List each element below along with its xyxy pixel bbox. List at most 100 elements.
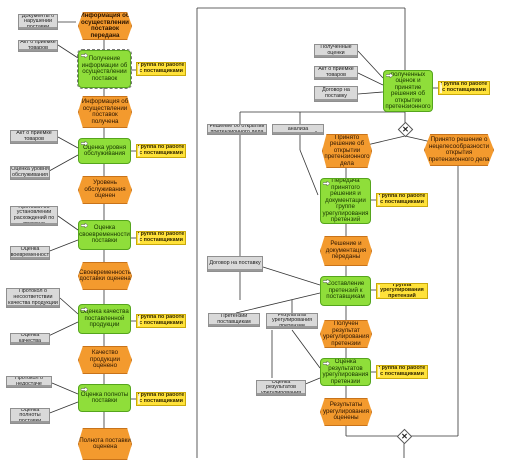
event-info-poluchena[interactable]: Информация об осуществлении поставок пол… (78, 96, 132, 128)
document-label: Решение об открытии претензионного дела (209, 124, 265, 135)
function-label: Оценка качества поставленной продукции (80, 308, 129, 329)
org-label: Группа по работе с поставщиками (137, 144, 185, 156)
document-rezultaty-analiza[interactable]: Результаты анализа несоответствий (272, 124, 324, 135)
org-unit-gruppa-2[interactable]: Группа по работе с поставщиками (136, 144, 186, 158)
document-label: Оценка своевременности (10, 246, 50, 258)
document-protokol-rashozhdeniy[interactable]: Протокол об установлении расхождений по … (10, 206, 58, 226)
document-protokol-nedostachi[interactable]: Протокол о недостаче (6, 376, 52, 388)
function-ocenka-svoevremennosti[interactable]: Оценка своевременности поставки (78, 220, 131, 250)
arrow-right-icon (323, 279, 330, 284)
org-unit-gruppa-8[interactable]: Группа по работе с поставщиками (376, 365, 428, 379)
document-ocenka-svoevremennosti[interactable]: Оценка своевременности (10, 246, 50, 260)
org-label: Группа по работе с поставщиками (137, 314, 185, 326)
arrow-right-icon (386, 73, 393, 78)
function-label: Оценка полноты поставки (80, 390, 129, 404)
document-ocenka-rezultatov[interactable]: Оценка результатов урегулирования (256, 380, 306, 396)
event-rezultaty-oceneny[interactable]: Результаты урегулирования оценены (320, 398, 372, 426)
document-poluchennye-ocenki[interactable]: Полученные оценки (314, 44, 358, 58)
function-poluchenie-informacii[interactable]: Получение информации об осуществлении по… (77, 49, 132, 89)
document-narusheniya[interactable]: Документы о нарушении поставки (18, 14, 58, 30)
event-label: Своевременность доставки оценена (79, 268, 131, 282)
org-unit-gruppa-7[interactable]: Группа урегулирования претензий (376, 283, 428, 299)
function-ocenka-polnoty[interactable]: Оценка полноты поставки (78, 384, 131, 412)
document-label: Результаты урегулирования претензии (271, 313, 313, 329)
document-label: Акт о приёмке товаров (318, 66, 354, 78)
function-label: Передача принятого решения и документаци… (322, 178, 369, 224)
event-uroven-ocenen[interactable]: Уровень обслуживания оценен (78, 176, 132, 204)
event-svoevremennost-ocenena[interactable]: Своевременность доставки оценена (78, 262, 132, 290)
document-dogovor-1[interactable]: Договор на поставку (314, 86, 358, 102)
org-label: Группа урегулирования претензий (380, 283, 424, 299)
org-label: Группа по работе с поставщиками (137, 231, 185, 243)
document-label: Оценка результатов урегулирования (260, 380, 302, 396)
document-label: Протокол о недостаче (14, 376, 44, 387)
event-label: Полнота поставки оценена (79, 436, 131, 450)
event-label: Результаты урегулирования оценены (323, 401, 369, 422)
document-rezultaty-uregulirovaniya[interactable]: Результаты урегулирования претензии (266, 313, 318, 329)
function-label: Оценка уровня обслуживания (82, 143, 127, 157)
org-unit-gruppa-1[interactable]: Группа по работе с поставщиками (136, 62, 186, 76)
event-label: Принято решение об открытии претензионно… (324, 134, 370, 167)
xor-symbol: ✕ (402, 125, 409, 134)
document-label: Документы о нарушении поставки (21, 14, 55, 30)
arrow-right-icon (81, 307, 88, 312)
function-label: Получение информации об осуществлении по… (81, 55, 128, 82)
event-label: Информация об осуществлении поставок пол… (81, 98, 129, 125)
document-label: Договор на поставку (322, 87, 350, 99)
function-label: Оценка результатов урегулирования претен… (322, 358, 369, 385)
document-label: Полученные оценки (320, 44, 352, 56)
xor-symbol: ✕ (401, 432, 408, 441)
event-info-peredana[interactable]: Информация об осуществлении поставок пер… (78, 12, 132, 40)
event-prinyato-necelesoobraznost[interactable]: Принято решение о нецелесообразности отк… (424, 134, 494, 166)
event-label: Получен результат урегулирования претенз… (323, 320, 369, 347)
document-protokol-kachestva[interactable]: Протокол о несоответствии качества проду… (6, 288, 60, 308)
org-unit-gruppa-3[interactable]: Группа по работе с поставщиками (136, 231, 186, 245)
document-label: Протокол об установлении расхождений по … (13, 206, 55, 226)
event-label: Принято решение о нецелесообразности отк… (428, 136, 490, 163)
document-label: Акт о приёмке товаров (20, 40, 56, 51)
arrow-right-icon (81, 223, 88, 228)
function-label: Оценка своевременности поставки (79, 224, 130, 245)
event-label: Качество продукции оценено (90, 349, 120, 370)
org-label: Группа по работе с поставщиками (378, 365, 426, 377)
function-ocenka-kachestva[interactable]: Оценка качества поставленной продукции (78, 304, 131, 334)
document-reshenie-otkrytiya[interactable]: Решение об открытии претензионного дела (207, 124, 267, 135)
event-prinyato-otkrytie[interactable]: Принято решение об открытии претензионно… (322, 134, 372, 168)
event-poluchen-rezultat[interactable]: Получен результат урегулирования претенз… (320, 320, 372, 348)
org-label: Группа по работе с поставщиками (137, 392, 185, 404)
org-label: Группа по работе с поставщиками (440, 81, 488, 93)
document-label: Акт о приёмке товаров (16, 130, 52, 142)
function-label: Анализ полученных оценок и принятие реше… (385, 70, 431, 111)
event-label: Уровень обслуживания оценен (84, 179, 126, 200)
event-label: Информация об осуществлении поставок пер… (80, 12, 130, 39)
function-ocenka-urovnya[interactable]: Оценка уровня обслуживания (78, 138, 131, 164)
document-ocenka-polnoty[interactable]: Оценка полноты поставки (10, 408, 50, 424)
arrow-right-icon (323, 181, 330, 186)
org-unit-gruppa-4[interactable]: Группа по работе с поставщиками (136, 314, 186, 328)
event-reshenie-peredany[interactable]: Решение и документация переданы (320, 236, 372, 266)
function-analiz-ocenok[interactable]: Анализ полученных оценок и принятие реше… (383, 70, 433, 112)
document-akt-priemki-2[interactable]: Акт о приёмке товаров (10, 130, 58, 144)
document-label: Оценка качества (18, 333, 42, 344)
document-label: Протокол о несоответствии качества проду… (8, 288, 58, 306)
event-polnota-ocenena[interactable]: Полнота поставки оценена (78, 428, 132, 460)
function-sostavlenie-pretenziy[interactable]: Составление претензий к поставщикам (320, 276, 371, 306)
event-kachestvo-oceneno[interactable]: Качество продукции оценено (78, 346, 132, 374)
function-label: Составление претензий к поставщикам (326, 280, 365, 301)
org-unit-gruppa-5[interactable]: Группа по работе с поставщиками (136, 392, 186, 406)
document-label: Оценка уровня обслуживания (11, 166, 49, 178)
function-peredacha-resheniya[interactable]: Передача принятого решения и документаци… (320, 178, 371, 224)
document-ocenka-kachestva[interactable]: Оценка качества (10, 333, 50, 345)
document-akt-priemki-3[interactable]: Акт о приёмке товаров (314, 66, 358, 80)
org-label: Группа по работе с поставщиками (137, 62, 185, 74)
document-pretenzii[interactable]: Претензии поставщикам (208, 313, 260, 327)
arrow-right-icon (323, 361, 330, 366)
document-dogovor-2[interactable]: Договор на поставку (207, 256, 263, 272)
org-unit-gruppa-top[interactable]: Группа по работе с поставщиками (438, 81, 490, 95)
function-ocenka-rezultatov[interactable]: Оценка результатов урегулирования претен… (320, 358, 371, 386)
document-label: Оценка полноты поставки (18, 408, 42, 424)
document-ocenka-urovnya[interactable]: Оценка уровня обслуживания (10, 166, 50, 180)
document-akt-priemki-1[interactable]: Акт о приёмке товаров (18, 40, 58, 52)
org-unit-gruppa-6[interactable]: Группа по работе с поставщиками (376, 193, 428, 207)
